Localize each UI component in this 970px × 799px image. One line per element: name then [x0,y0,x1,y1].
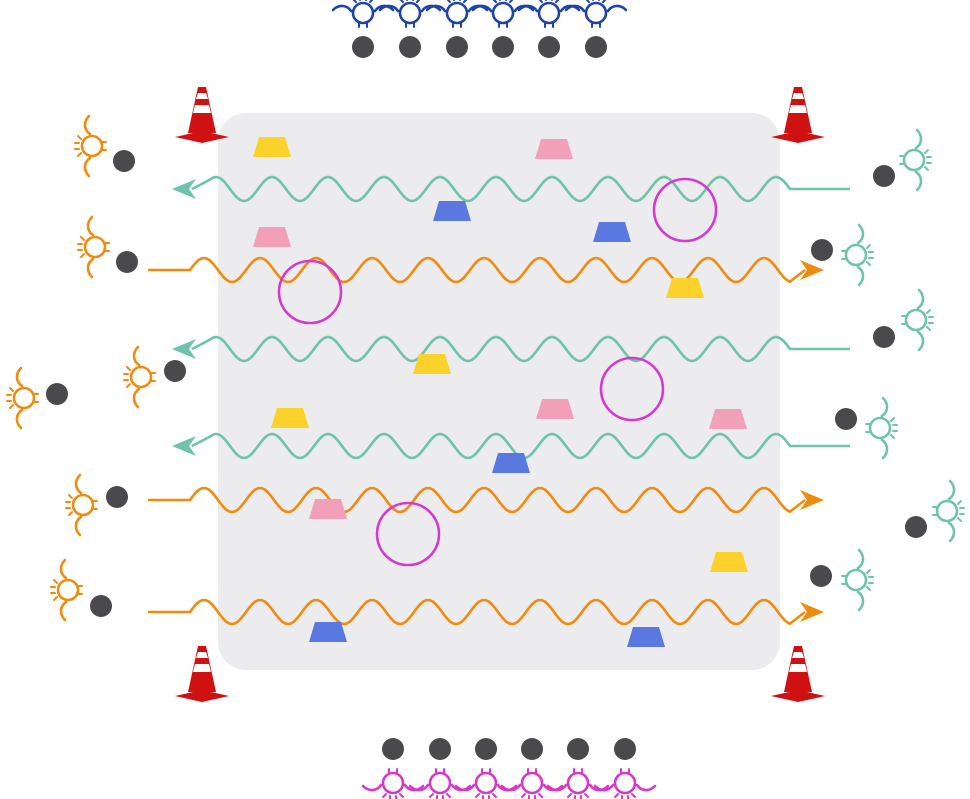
ball-icon-8 [429,738,451,760]
ball-icon-6 [585,36,607,58]
ring-icon-1 [652,177,718,243]
movement-path-6 [148,598,806,626]
movement-path-1 [191,175,850,203]
ball-icon-10 [521,738,543,760]
marker-icon-5 [593,222,631,242]
marker-icon-8 [536,399,574,419]
player-icon-1 [331,0,395,29]
player-icon-5 [517,0,581,29]
arrowhead-6 [800,602,824,622]
player-icon-18 [49,558,84,622]
ball-icon-13 [113,150,135,172]
arrowhead-4 [172,436,196,456]
player-icon-13 [73,114,108,178]
marker-icon-4 [253,227,291,247]
movement-path-4 [191,432,850,460]
ball-icon-7 [382,738,404,760]
marker-icon-12 [309,499,347,519]
movement-path-5 [148,486,806,514]
marker-icon-6 [666,278,704,298]
player-icon-9 [454,767,518,799]
player-icon-23 [931,479,966,543]
marker-icon-2 [535,139,573,159]
player-icon-14 [76,215,111,279]
player-icon-6 [564,0,628,29]
player-icon-15 [122,345,157,409]
player-icon-20 [840,223,875,287]
target-rings [277,177,718,567]
training-field [218,113,780,670]
field-markers [253,137,748,647]
ball-icon-19 [873,165,895,187]
marker-icon-1 [253,137,291,157]
player-icon-10 [500,767,564,799]
ball-icon-20 [811,239,833,261]
ball-icon-15 [164,360,186,382]
ball-icon-22 [835,408,857,430]
marker-icon-7 [413,354,451,374]
ball-icon-17 [106,486,128,508]
player-icon-7 [361,767,425,799]
ball-icon-3 [446,36,468,58]
player-icon-21 [900,288,935,352]
marker-icon-10 [709,409,747,429]
player-icon-2 [378,0,442,29]
ball-icon-9 [475,738,497,760]
marker-icon-14 [309,622,347,642]
player-icon-16 [5,366,40,430]
player-icon-3 [425,0,489,29]
cone-icon-4 [771,646,825,702]
arrowhead-1 [172,179,196,199]
marker-icon-11 [492,453,530,473]
player-icon-22 [864,396,899,460]
player-icon-8 [408,767,472,799]
ball-icon-18 [90,595,112,617]
ball-icon-4 [492,36,514,58]
ball-icon-23 [905,516,927,538]
ball-icon-24 [810,565,832,587]
marker-icon-13 [710,552,748,572]
player-icon-12 [593,767,657,799]
movement-paths [148,175,850,626]
ring-icon-3 [599,356,665,422]
ring-icon-4 [375,501,441,567]
ball-icon-14 [116,251,138,273]
marker-icon-15 [627,627,665,647]
player-icon-4 [471,0,535,29]
arrowhead-3 [172,339,196,359]
ball-icon-2 [399,36,421,58]
arrowhead-2 [800,260,824,280]
ball-icon-11 [567,738,589,760]
player-icon-11 [546,767,610,799]
marker-icon-9 [271,408,309,428]
player-icon-17 [64,473,99,537]
ball-icon-1 [352,36,374,58]
ball-icon-5 [538,36,560,58]
movement-path-2 [148,256,806,284]
ball-icon-21 [873,326,895,348]
arrowhead-5 [800,490,824,510]
marker-icon-3 [433,201,471,221]
ball-icon-16 [46,383,68,405]
player-icon-19 [898,128,933,192]
movement-path-3 [191,335,850,363]
ring-icon-2 [277,259,343,325]
players [5,0,966,799]
player-icon-24 [840,548,875,612]
ball-icon-12 [614,738,636,760]
